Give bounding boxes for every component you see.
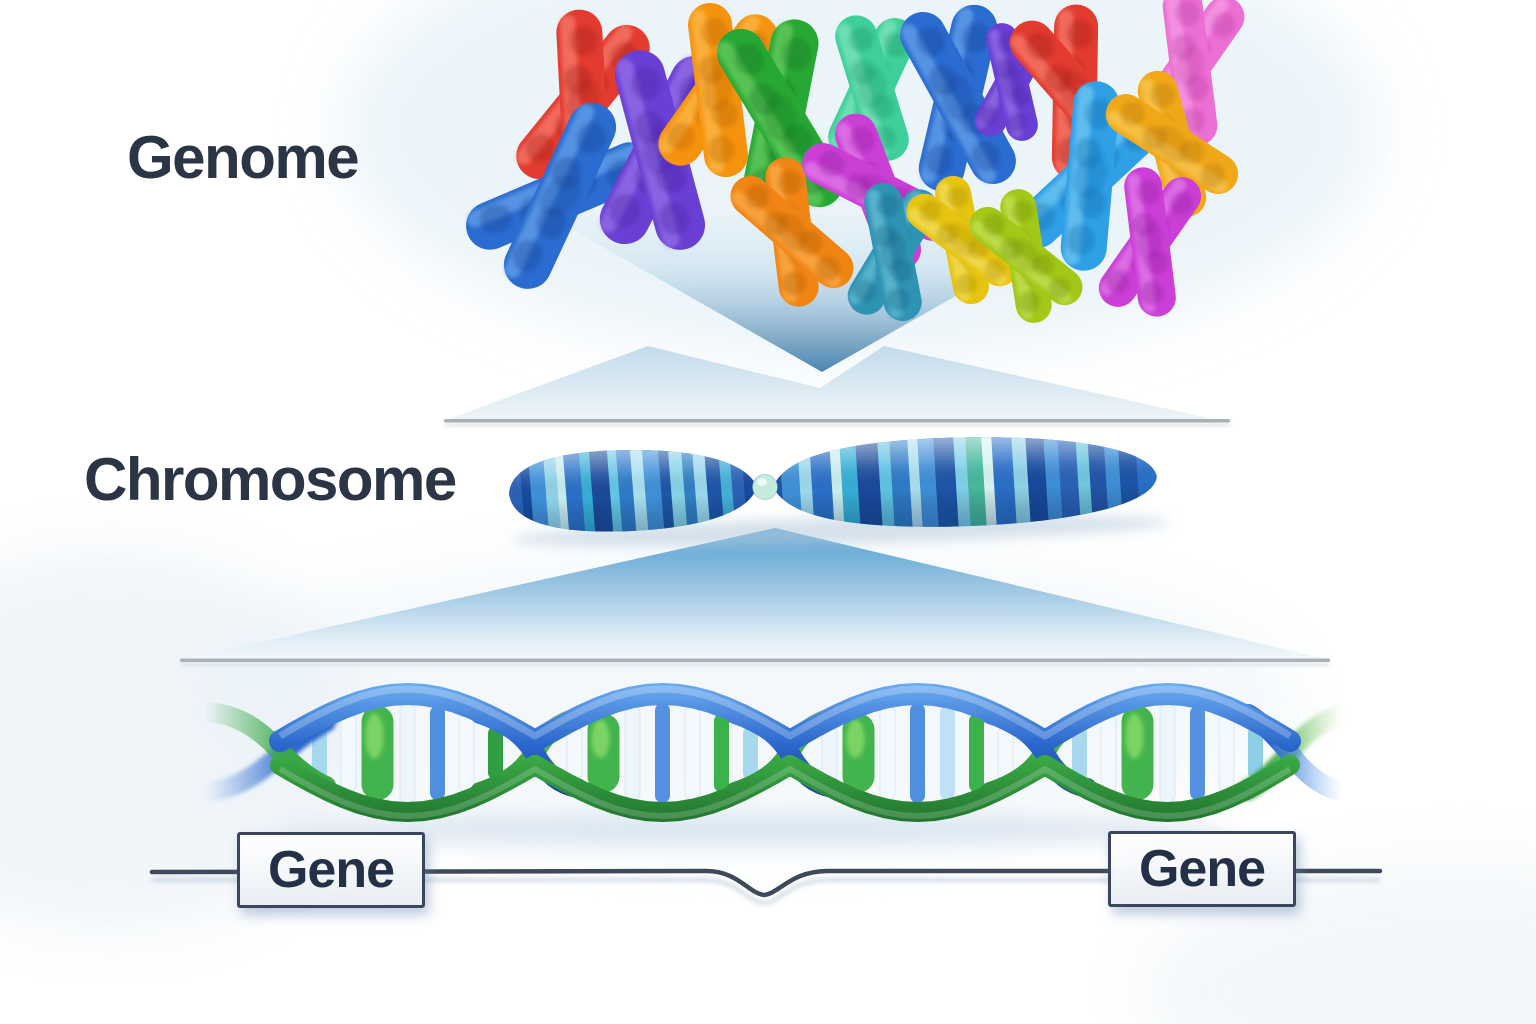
chromosome-illustration	[508, 432, 1172, 547]
gene-label-left: Gene	[267, 841, 395, 899]
gene-region-line	[149, 868, 1383, 906]
yellowgreen-chromosome-icon	[969, 189, 1083, 323]
gene-box-left: Gene	[237, 832, 425, 908]
centromere	[752, 474, 778, 500]
chromosome-label: Chromosome	[84, 446, 457, 513]
magenta-chromosome-2-icon	[1098, 167, 1202, 317]
dna-shadow	[270, 814, 1230, 846]
skyblue-chromosome-icon	[1014, 81, 1166, 271]
dna-helix-illustration	[196, 683, 1346, 846]
dna-green-strand	[270, 755, 1300, 822]
genome-label: Genome	[127, 124, 360, 191]
genome-cluster-illustration	[466, 0, 1245, 323]
gene-box-right: Gene	[1108, 831, 1296, 907]
yellow-chromosome-icon	[906, 175, 1018, 305]
dna-blue-strand	[269, 683, 1301, 752]
red-chromosome-2-icon	[1010, 4, 1140, 180]
blue-chromosome-icon	[466, 103, 654, 289]
gene-label-right: Gene	[1138, 840, 1266, 898]
orange-chromosome-2-icon	[730, 157, 854, 307]
funnel-chromosome-to-dna	[180, 528, 1330, 666]
blue-chromosome-2-icon	[900, 4, 1016, 192]
